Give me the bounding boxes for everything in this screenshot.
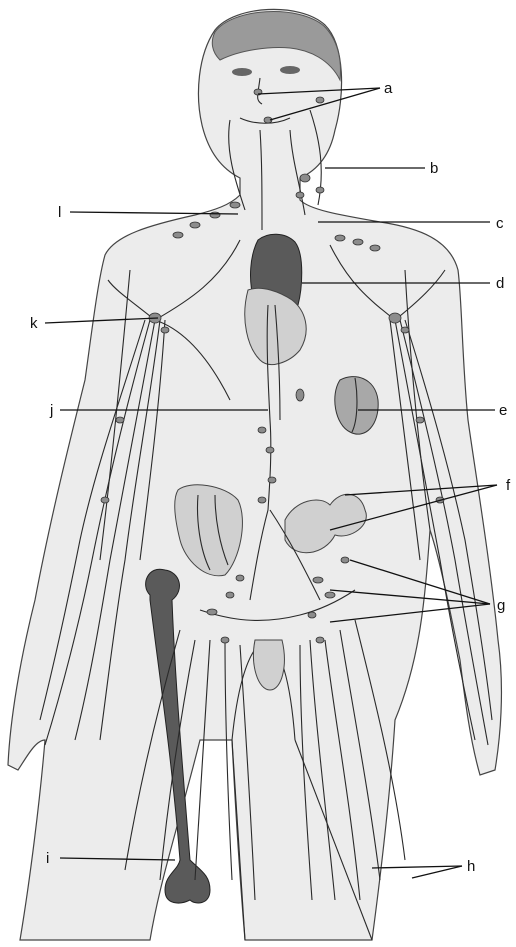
label-k: k (30, 315, 38, 332)
head (8, 9, 501, 940)
label-l: l (58, 204, 61, 221)
body-outline (8, 9, 501, 940)
label-b: b (430, 160, 438, 177)
label-c: c (496, 215, 504, 232)
label-d: d (496, 275, 504, 292)
label-h: h (467, 858, 475, 875)
left-eye (232, 68, 252, 76)
right-eye (280, 66, 300, 74)
label-f: f (506, 477, 511, 494)
leader-h-2 (412, 866, 462, 878)
leader-h-1 (372, 866, 462, 868)
label-j: j (49, 402, 53, 419)
label-e: e (499, 402, 507, 419)
label-g: g (497, 597, 505, 614)
label-i: i (46, 850, 49, 867)
label-a: a (384, 80, 393, 97)
